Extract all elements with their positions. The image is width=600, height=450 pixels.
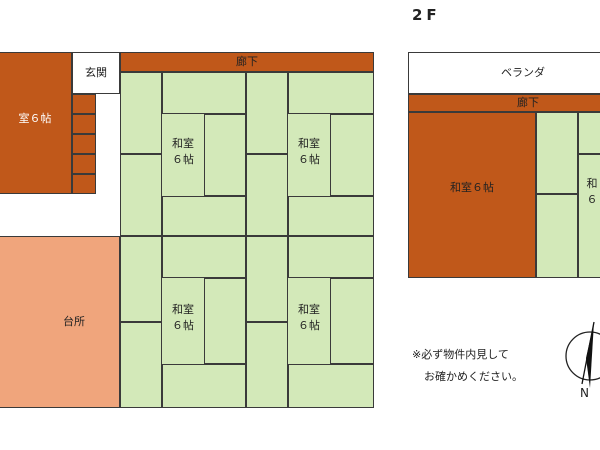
tatami-mat bbox=[120, 322, 162, 408]
stair-step bbox=[72, 134, 96, 154]
tatami-mat bbox=[288, 196, 374, 236]
tatami-mat bbox=[288, 72, 374, 114]
room-label-washitsu-left: 室６帖 bbox=[18, 112, 52, 125]
tatami-mat bbox=[246, 72, 288, 154]
room-genkan: 玄関 bbox=[72, 52, 120, 94]
note-line-1: ※必ず物件内見して bbox=[412, 348, 509, 361]
room-label-tatami-2f: 和 ６ bbox=[586, 177, 598, 206]
tatami-mat bbox=[288, 364, 374, 408]
room-label-washitsu-2f: 和室６帖 bbox=[450, 181, 494, 194]
stair-step bbox=[72, 114, 96, 134]
room-label-kitchen: 台所 bbox=[63, 315, 85, 328]
tatami-mat bbox=[120, 236, 162, 322]
tatami-mat bbox=[162, 236, 246, 278]
tatami-mat bbox=[120, 154, 162, 236]
floor2-heading: 2F bbox=[412, 6, 441, 24]
room-label-corridor-1f: 廊下 bbox=[236, 55, 258, 68]
room-washitsu-2f: 和室６帖 bbox=[408, 112, 536, 278]
tatami-mat bbox=[578, 112, 600, 154]
tatami-mat bbox=[162, 364, 246, 408]
room-label-tatami-top-left: 和室 ６帖 bbox=[172, 137, 194, 166]
tatami-mat bbox=[288, 236, 374, 278]
tatami-mat bbox=[246, 236, 288, 322]
tatami-mat bbox=[162, 72, 246, 114]
compass: N bbox=[560, 318, 600, 408]
tatami-mat bbox=[120, 72, 162, 154]
tatami-mat bbox=[162, 196, 246, 236]
room-veranda: ベランダ bbox=[408, 52, 600, 94]
tatami-mat bbox=[204, 114, 246, 196]
tatami-mat bbox=[578, 154, 600, 278]
compass-icon bbox=[565, 321, 600, 388]
tatami-mat bbox=[330, 278, 374, 364]
room-label-tatami-bottom-right: 和室 ６帖 bbox=[298, 303, 320, 332]
compass-north-label: N bbox=[580, 386, 589, 400]
stair-step bbox=[72, 154, 96, 174]
tatami-mat bbox=[536, 194, 578, 278]
stair-step bbox=[72, 94, 96, 114]
room-corridor-2f: 廊下 bbox=[408, 94, 600, 112]
tatami-mat bbox=[330, 114, 374, 196]
stair-step bbox=[72, 174, 96, 194]
room-kitchen: 台所 bbox=[0, 236, 120, 408]
room-corridor-1f: 廊下 bbox=[120, 52, 374, 72]
tatami-mat bbox=[246, 322, 288, 408]
room-label-tatami-bottom-left: 和室 ６帖 bbox=[172, 303, 194, 332]
room-washitsu-left: 室６帖 bbox=[0, 52, 72, 194]
room-label-veranda: ベランダ bbox=[501, 66, 545, 79]
room-label-corridor-2f: 廊下 bbox=[517, 96, 539, 109]
tatami-mat bbox=[246, 154, 288, 236]
tatami-mat bbox=[204, 278, 246, 364]
note-line-2: お確かめください。 bbox=[424, 370, 523, 383]
tatami-mat bbox=[536, 112, 578, 194]
room-label-tatami-top-right: 和室 ６帖 bbox=[298, 137, 320, 166]
room-label-genkan: 玄関 bbox=[85, 66, 107, 79]
